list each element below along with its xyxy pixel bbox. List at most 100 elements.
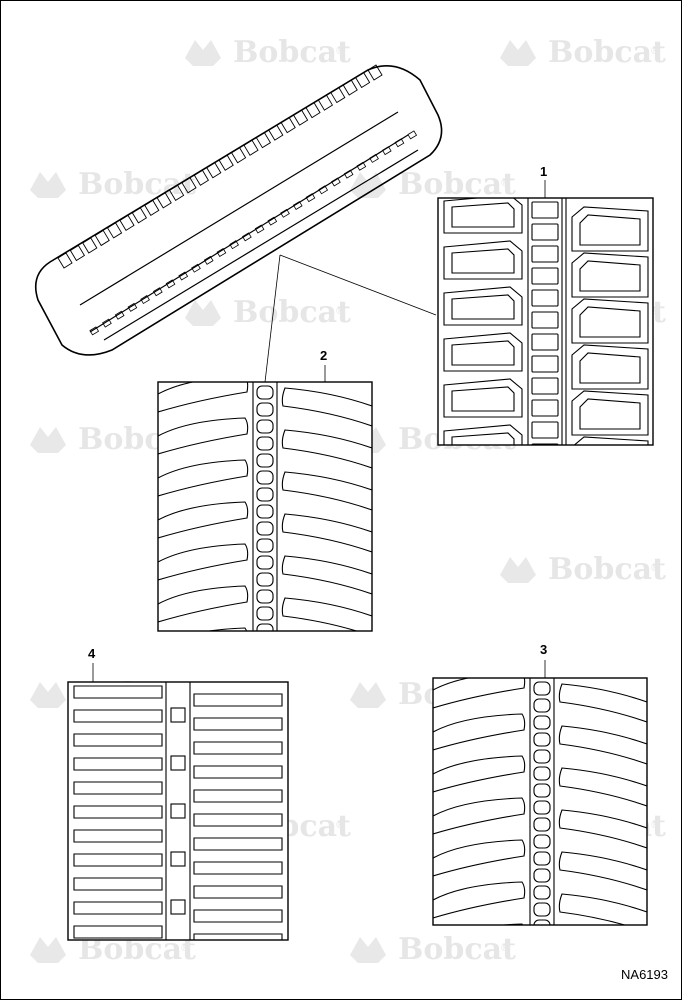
svg-text:®: ® [500, 943, 510, 954]
right-tread-lug [571, 206, 649, 252]
right-chevron-lug [558, 851, 647, 891]
svg-text:®: ® [335, 820, 345, 831]
track-lug [69, 244, 86, 262]
left-chevron-lug [205, 627, 248, 631]
svg-text:®: ® [335, 46, 345, 57]
bobcat-wordmark: Bobcat [233, 295, 351, 330]
track-guide-hole [254, 224, 265, 234]
track-lug [144, 199, 160, 216]
center-bead [256, 487, 274, 502]
track-guide-hole [292, 200, 303, 210]
right-chevron-lug [282, 640, 372, 678]
track-guide-hole [178, 271, 189, 281]
right-bar-lug [193, 693, 283, 707]
bobcat-logo-watermark: Bobcat® [30, 167, 196, 202]
right-bar-lug [193, 885, 283, 899]
track-lug [255, 132, 272, 149]
right-chevron-lug [281, 555, 372, 595]
track-guide-hole [305, 193, 316, 203]
tread-pattern-4-panel [67, 663, 289, 941]
left-bar-lug [73, 877, 163, 891]
center-bead [533, 817, 551, 832]
center-bead [256, 402, 274, 417]
right-bar-lug [193, 861, 283, 875]
center-bead [256, 606, 274, 621]
center-bead [256, 555, 274, 570]
tread-pattern-1-panel [437, 180, 654, 446]
right-tread-lug [571, 252, 649, 298]
center-bead [533, 749, 551, 764]
center-square [170, 707, 186, 723]
right-chevron-lug [558, 725, 647, 765]
center-bead [533, 698, 551, 713]
right-chevron-lug [558, 893, 647, 925]
svg-text:®: ® [650, 563, 660, 574]
track-lug [218, 154, 234, 171]
left-tread-lug [443, 378, 523, 418]
left-chevron-lug [433, 755, 526, 793]
center-bead [533, 732, 551, 747]
bobcat-wordmark: Bobcat [233, 35, 351, 70]
guide-block [531, 267, 559, 285]
center-bead [256, 504, 274, 519]
left-bar-lug [73, 925, 163, 939]
right-bar-lug [193, 837, 283, 851]
callout-1: 1 [540, 164, 548, 179]
left-bar-lug [73, 829, 163, 843]
right-bar-lug [193, 765, 283, 779]
right-bar-lug [193, 741, 283, 755]
bobcat-wordmark: Bobcat [548, 35, 666, 70]
figure-id: NA6193 [621, 967, 668, 982]
center-bead [256, 436, 274, 451]
track-guide-hole [140, 295, 150, 305]
center-bead [533, 681, 551, 696]
right-chevron-lug [558, 683, 647, 723]
right-chevron-lug [281, 597, 372, 631]
bobcat-logo-watermark: Bobcat® [500, 552, 666, 587]
center-bead [533, 885, 551, 900]
track-guide-hole [102, 318, 112, 328]
track-guide-hole [356, 161, 367, 171]
tread-pattern-2-panel [157, 365, 373, 678]
left-bar-lug [73, 853, 163, 867]
center-bead [533, 851, 551, 866]
center-square [170, 803, 186, 819]
guide-block [531, 355, 559, 373]
right-lug-inner [579, 260, 641, 292]
track-guide-hole [407, 130, 418, 140]
left-chevron-lug [433, 839, 526, 877]
right-lug-inner [579, 398, 641, 430]
guide-block [531, 223, 559, 241]
track-guide-hole [216, 248, 227, 258]
track-guide-hole [127, 302, 138, 312]
left-bar-lug [73, 757, 163, 771]
svg-text:®: ® [335, 306, 345, 317]
right-bar-lug [193, 813, 283, 827]
bobcat-wordmark: Bobcat [548, 552, 666, 587]
bobcat-logo-watermark: Bobcat® [185, 295, 351, 330]
track-lug [156, 192, 172, 209]
track-guide-hole [369, 153, 379, 163]
track-lug [292, 109, 309, 126]
rubber-track-illustration [34, 64, 443, 356]
tread-pattern-3-panel [432, 660, 648, 926]
track-lug [181, 177, 197, 194]
track-lug [280, 117, 296, 134]
leader-lines [264, 254, 437, 383]
left-tread-lug [443, 424, 523, 445]
track-lug [367, 64, 383, 81]
left-lug-inner [451, 248, 515, 274]
svg-text:®: ® [650, 820, 660, 831]
left-bar-lug [73, 685, 163, 699]
track-guide-hole [381, 146, 392, 156]
guide-block [531, 201, 559, 219]
right-lug-inner [579, 306, 641, 338]
center-square [170, 755, 186, 771]
svg-text:®: ® [180, 943, 190, 954]
left-tread-lug [443, 332, 523, 372]
track-lug [168, 184, 185, 201]
left-bar-lug [73, 901, 163, 915]
right-chevron-lug [558, 809, 647, 849]
track-lug [193, 169, 210, 186]
